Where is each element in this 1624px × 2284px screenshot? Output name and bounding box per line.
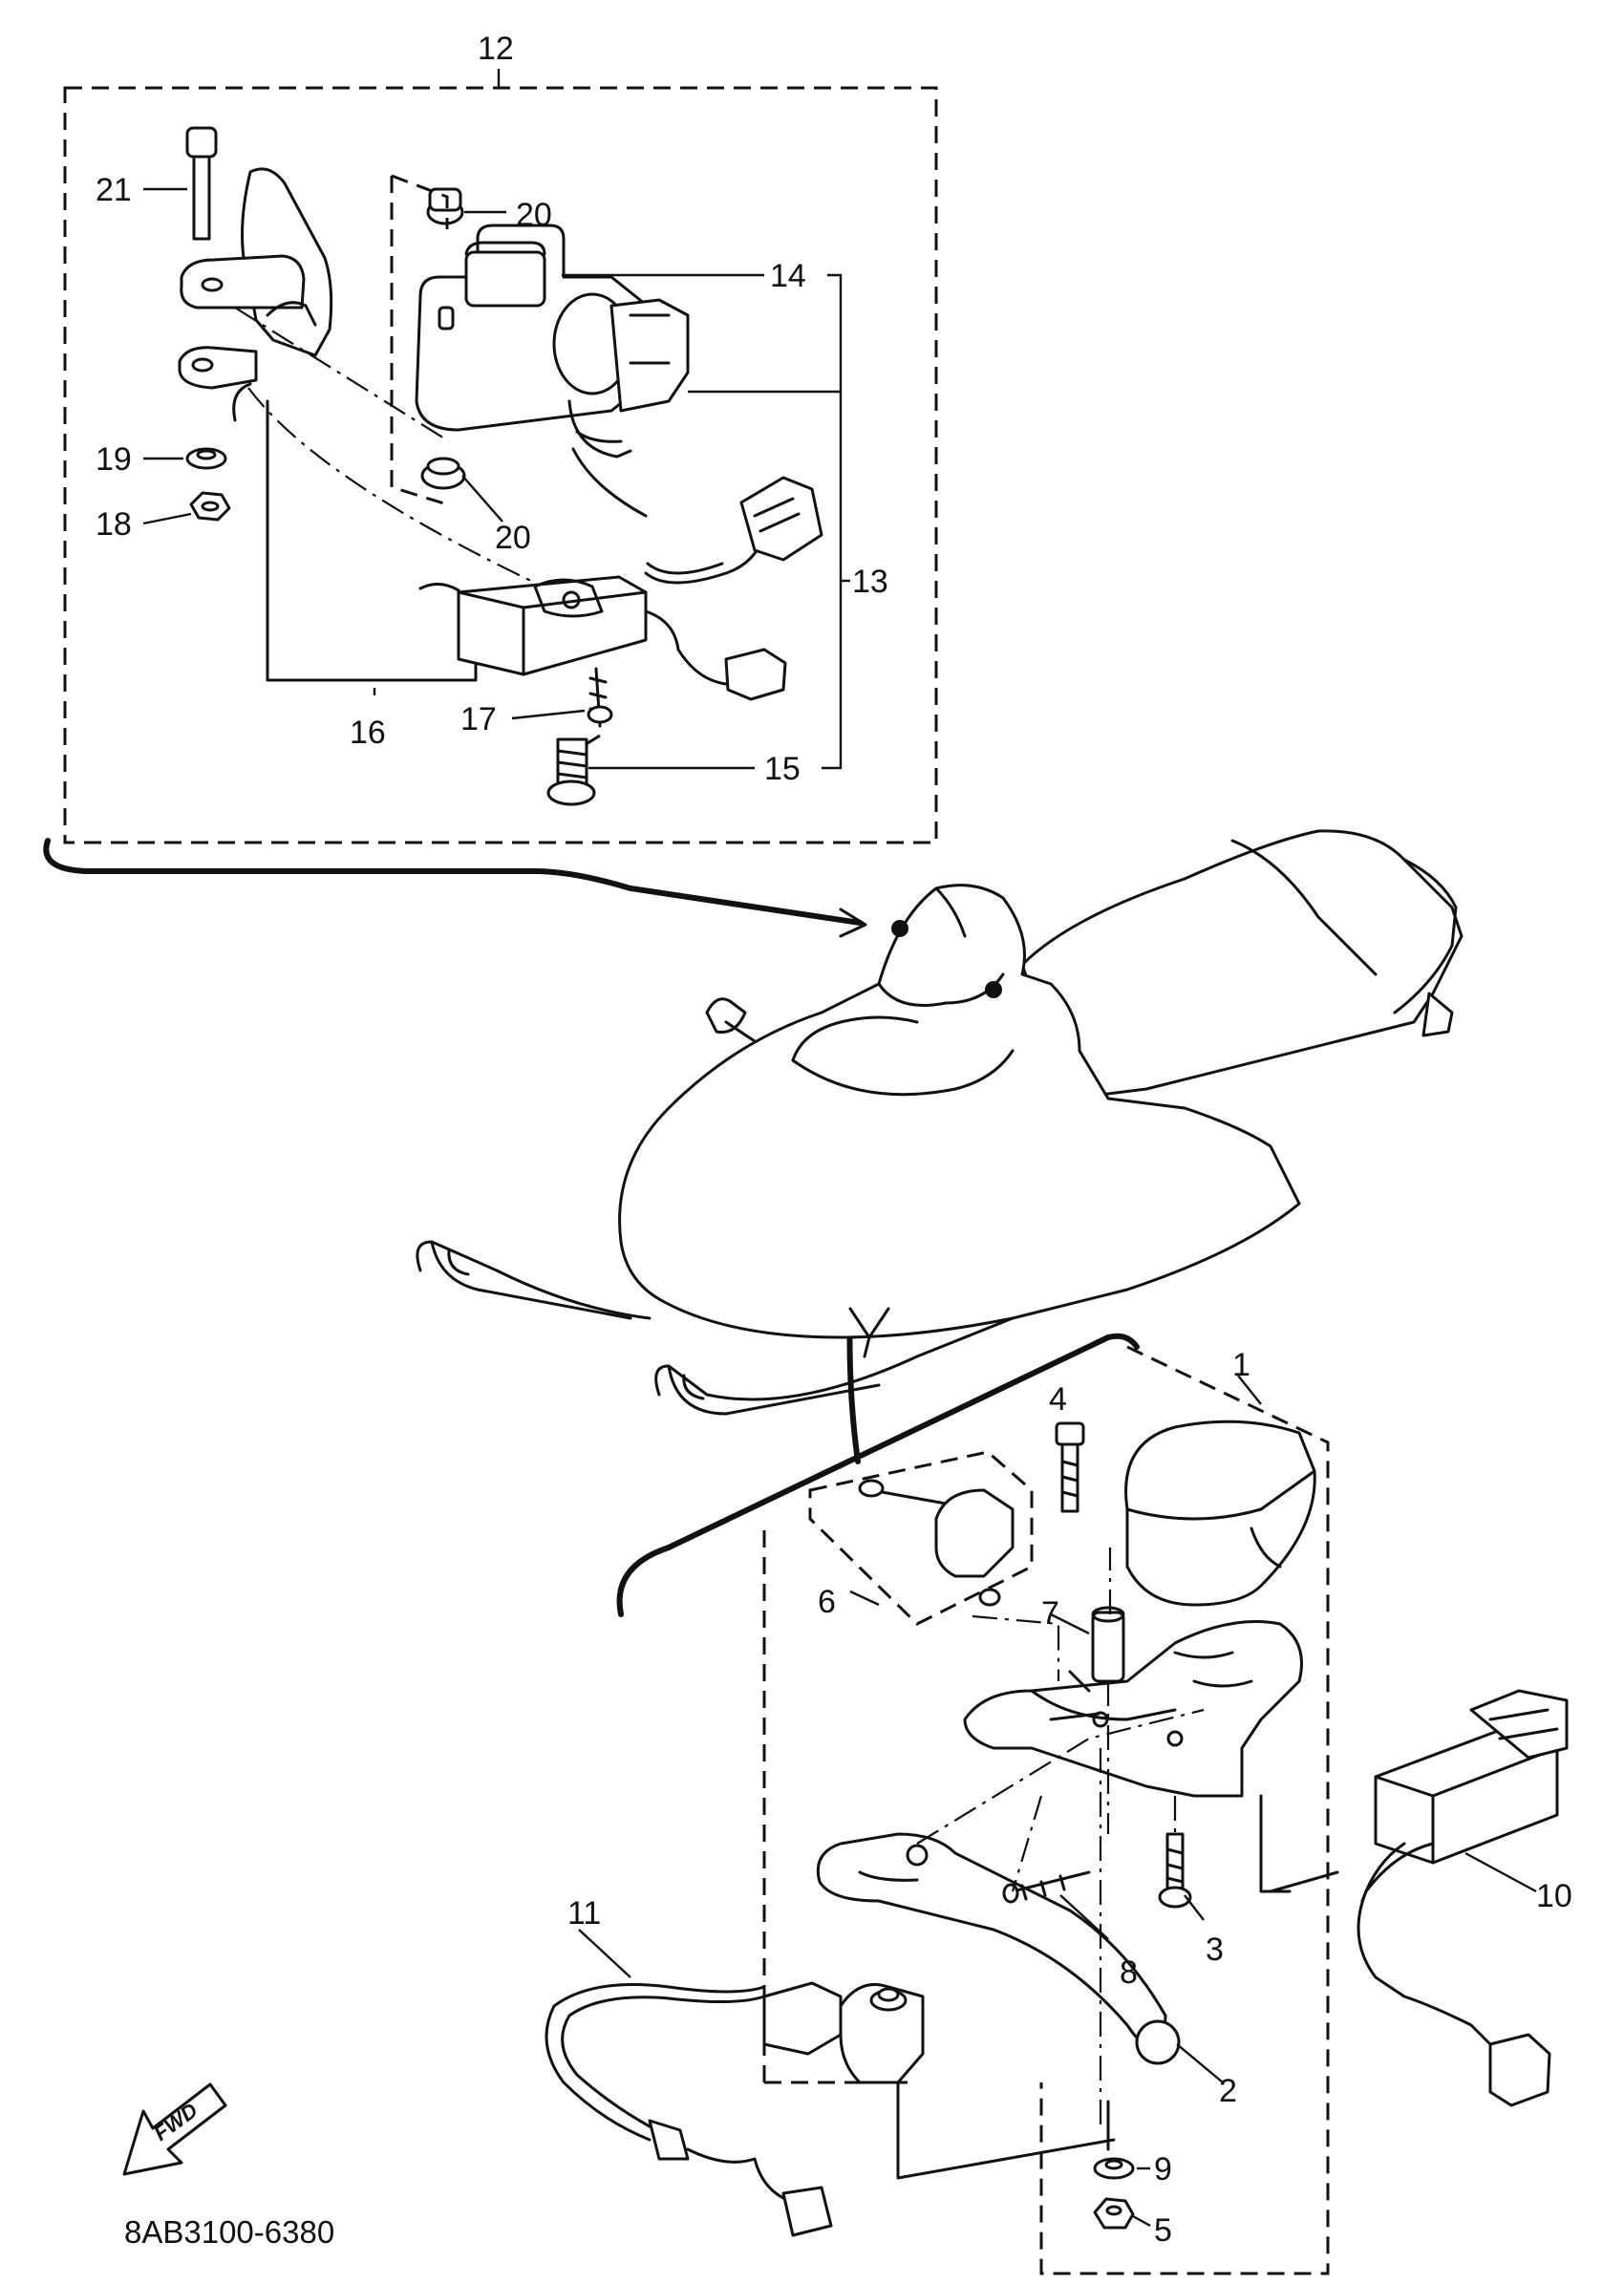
callout-18: 18 — [96, 506, 132, 543]
bolt-15 — [546, 737, 596, 806]
callout-14: 14 — [770, 258, 806, 294]
callout-16: 16 — [350, 715, 386, 751]
arrowhead-upper — [839, 907, 867, 938]
callout-7: 7 — [1041, 1595, 1059, 1632]
grip-cover — [1124, 1419, 1316, 1607]
nut-18 — [189, 491, 231, 522]
harness-connector-13 — [571, 447, 823, 585]
callout-2: 2 — [1219, 2073, 1237, 2109]
bolt-4 — [1055, 1421, 1085, 1513]
connector-10 — [1357, 1689, 1569, 2107]
washer-19 — [185, 447, 227, 470]
inset-group-lower — [545, 1333, 1569, 2275]
callout-9: 9 — [1154, 2151, 1172, 2188]
inset-arrow-upper — [43, 838, 863, 926]
unit-14 — [415, 224, 690, 459]
spacer-7 — [1091, 1606, 1125, 1683]
callout-15: 15 — [764, 751, 801, 787]
bolt-21 — [185, 126, 218, 241]
callout-5: 5 — [1154, 2212, 1172, 2249]
snowmobile-body — [416, 829, 1464, 1416]
forward-direction-arrow: FWD — [122, 2082, 227, 2176]
callout-4: 4 — [1049, 1381, 1067, 1418]
callout-11: 11 — [567, 1895, 601, 1932]
nut-5 — [1093, 2197, 1135, 2230]
washer-9 — [1093, 2157, 1135, 2180]
callout-13: 13 — [852, 564, 888, 600]
callout-8: 8 — [1120, 1954, 1138, 1991]
callout-1: 1 — [1232, 1347, 1250, 1383]
grommet-20-bottom — [420, 457, 466, 490]
mounting-bracket — [178, 167, 333, 422]
callout-19: 19 — [96, 441, 132, 478]
callout-21: 21 — [96, 172, 132, 208]
switch-6 — [808, 1450, 1034, 1626]
diagram-part-code: 8AB3100-6380 — [124, 2214, 334, 2250]
callout-12: 12 — [478, 31, 514, 67]
bolt-3 — [1158, 1832, 1192, 1909]
upper-inset-frame — [63, 86, 938, 844]
lever-2 — [816, 1832, 1181, 2065]
callout-20-bottom: 20 — [495, 520, 531, 556]
callout-17: 17 — [460, 701, 497, 737]
screw-17 — [587, 667, 613, 728]
sensor-base-16 — [418, 575, 787, 701]
callout-3: 3 — [1206, 1932, 1224, 1968]
callout-20-top: 20 — [516, 197, 552, 233]
inset-group-upper — [63, 69, 938, 844]
throttle-cable-11 — [545, 1981, 925, 2237]
callout-labels: 12 21 20 14 13 19 18 20 16 17 15 1 4 6 7… — [96, 31, 1572, 2249]
callout-10: 10 — [1536, 1878, 1572, 1914]
callout-6: 6 — [818, 1584, 836, 1620]
grommet-20-top — [426, 187, 464, 225]
lever-bracket — [963, 1620, 1303, 1798]
